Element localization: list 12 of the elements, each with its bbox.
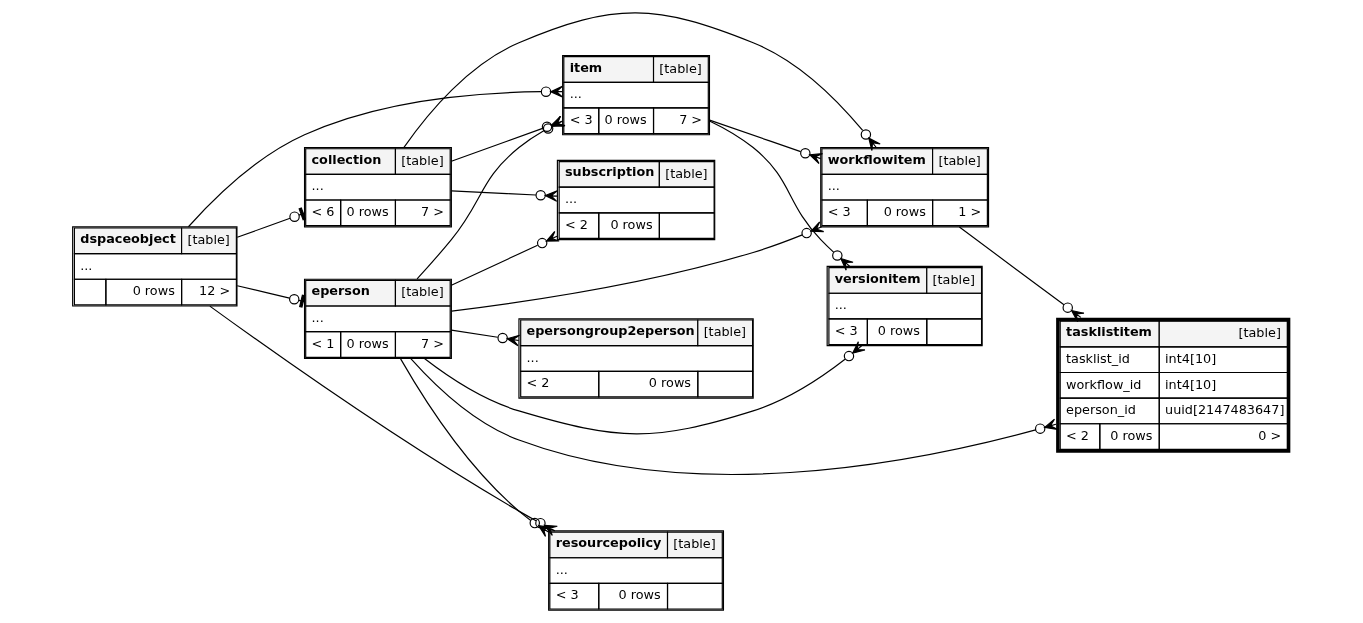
connector <box>450 190 558 202</box>
connector <box>410 358 1058 475</box>
connector <box>423 341 866 435</box>
connector <box>450 230 560 286</box>
connector <box>400 358 552 537</box>
connector <box>709 119 824 165</box>
connector <box>450 329 521 347</box>
connector <box>236 207 307 238</box>
connector <box>451 221 825 312</box>
connector <box>708 120 854 271</box>
connector <box>403 12 881 152</box>
connector <box>958 226 1085 323</box>
